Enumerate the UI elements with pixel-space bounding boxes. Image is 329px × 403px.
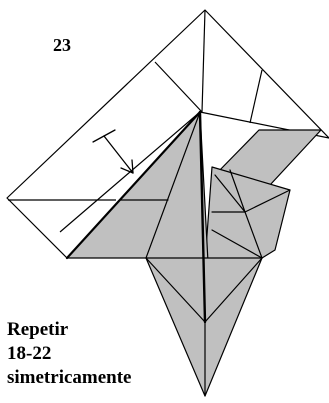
instruction-line-3: simetricamente: [7, 366, 132, 390]
instruction-text: Repetir 18-22 simetricamente: [7, 318, 132, 390]
step-number: 23: [53, 36, 71, 54]
instruction-line-2: 18-22: [7, 342, 132, 366]
instruction-line-1: Repetir: [7, 318, 132, 342]
right-lower-flap: [205, 167, 290, 262]
